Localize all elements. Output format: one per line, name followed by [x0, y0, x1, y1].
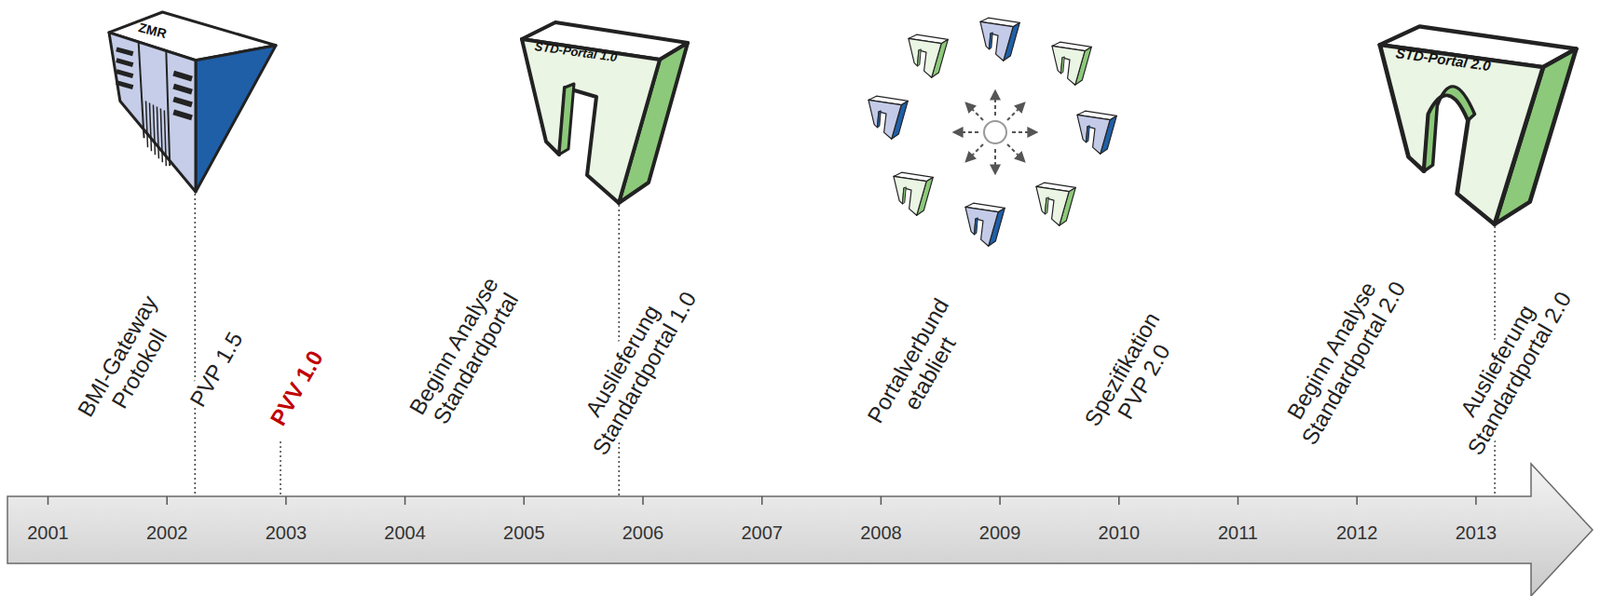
icon-node: STD-Portal 1.0: [518, 18, 691, 206]
icon-node: ZMR: [107, 8, 278, 194]
year-label: 2009: [979, 521, 1022, 545]
year-label: 2004: [383, 521, 426, 545]
milestone-label: PVP 1.5: [183, 326, 248, 413]
year-label: 2012: [1336, 521, 1379, 545]
milestone-label: Portalverbund etabliert: [856, 284, 982, 451]
year-label: 2008: [860, 521, 903, 545]
milestone-label: PVV 1.0: [263, 343, 329, 431]
timeline-band: 2001 2002 2003 2004 2005 2006 2007 2008 2009 2010…: [7, 496, 1532, 564]
year-label: 2013: [1455, 521, 1498, 545]
year-label: 2011: [1217, 521, 1259, 545]
building-icon: [107, 8, 278, 194]
milestone-label: BMI-Gateway Protokoll: [66, 281, 189, 443]
milestone-label: Spezifikation PVP 2.0: [1073, 299, 1191, 453]
year-label: 2005: [503, 521, 546, 545]
milestone-label: Beginn Analyse Standardportal: [396, 259, 533, 445]
year-label: 2006: [622, 521, 665, 545]
dotted-connector: [193, 193, 196, 497]
year-label: 2001: [27, 521, 69, 545]
year-label: 2007: [740, 521, 783, 545]
milestone-label: Auslieferung Standardportal 1.0: [557, 261, 708, 472]
portal-cluster: [868, 17, 1117, 247]
year-label: 2010: [1098, 521, 1141, 545]
icon-node: STD-Portal 2.0: [1375, 22, 1580, 227]
year-label: 2003: [265, 521, 308, 545]
milestone-label: Auslieferung Standardportal 2.0: [1432, 261, 1583, 472]
year-label: 2002: [146, 521, 189, 545]
milestone-label: Beginn Analyse Standardportal 2.0: [1266, 251, 1417, 462]
leader-line: [279, 441, 282, 497]
